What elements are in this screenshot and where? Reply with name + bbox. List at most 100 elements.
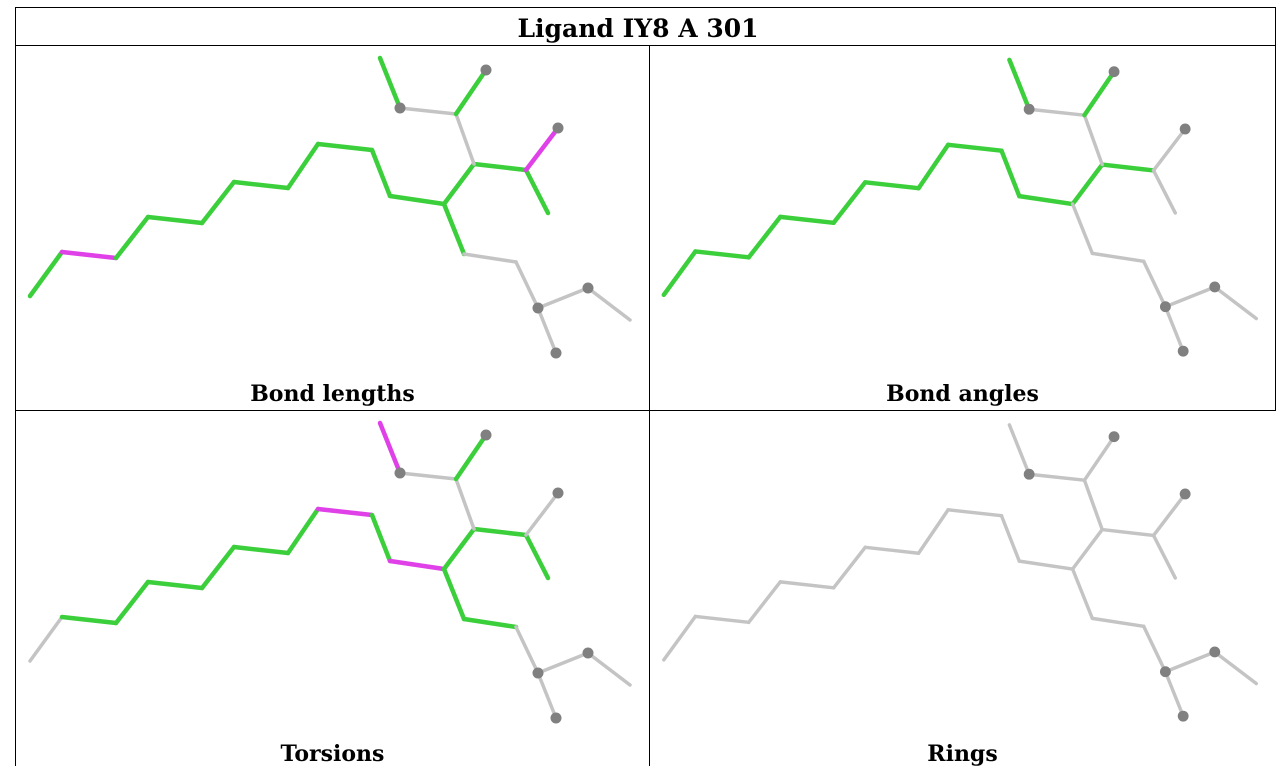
bond-line [1017, 559, 1075, 571]
atom-sphere [1179, 123, 1191, 135]
bond-line [1007, 57, 1032, 112]
bond-line [441, 161, 477, 207]
bond-line [1163, 669, 1185, 718]
bond-line [536, 671, 558, 720]
bond-line [387, 558, 447, 572]
atom-sphere [550, 347, 562, 359]
panel-bond-angles [650, 46, 1275, 366]
caption-bond-lengths: Bond lengths [250, 381, 415, 407]
bond-line [999, 148, 1022, 199]
bond-line [523, 167, 551, 216]
bond-line [662, 614, 698, 662]
bond-line [778, 214, 836, 226]
bond-line [1151, 492, 1187, 538]
bond-line [377, 55, 403, 111]
panel-torsions [16, 411, 649, 731]
bond-line [59, 249, 119, 261]
bond-line [831, 545, 867, 590]
bond-line [945, 142, 1004, 153]
bond-line [1090, 251, 1146, 264]
bond-line [746, 214, 783, 260]
molecule-diagram-bond-angles [661, 57, 1258, 357]
atom-sphere [394, 102, 406, 114]
bond-line [1163, 285, 1217, 309]
bond-line [831, 180, 868, 226]
panel-bond-lengths [16, 46, 649, 366]
atom-sphere [1023, 468, 1035, 480]
atom-sphere [552, 487, 564, 499]
bond-line [315, 506, 375, 518]
atom-sphere [1159, 301, 1171, 313]
atom-sphere [582, 282, 594, 294]
bond-line [398, 471, 458, 481]
bond-line [454, 112, 476, 166]
bond-line [863, 545, 921, 555]
bond-line [1151, 127, 1187, 173]
bond-line [1151, 533, 1178, 580]
bond-line [454, 477, 476, 531]
caption-bond-angles: Bond angles [886, 381, 1039, 407]
bond-line [1099, 162, 1156, 173]
atom-sphere [552, 122, 564, 134]
bond-line [471, 526, 529, 538]
bond-line [1082, 113, 1104, 167]
atom-sphere [1179, 488, 1191, 500]
bond-line [377, 420, 403, 476]
bond-line [1163, 304, 1185, 353]
bond-line [1082, 434, 1116, 482]
bond-line [315, 141, 375, 153]
bond-line [285, 506, 321, 556]
atom-sphere [1108, 66, 1120, 78]
bond-line [453, 67, 489, 117]
bond-line [514, 260, 540, 310]
bond-line [1141, 624, 1168, 674]
bond-line [693, 249, 751, 260]
atom-sphere [1159, 666, 1171, 678]
table-title: Ligand IY8 A 301 [517, 14, 759, 43]
bond-line [1027, 107, 1087, 117]
bond-line [523, 532, 551, 581]
bond-line [1100, 527, 1156, 538]
bond-line [453, 432, 489, 482]
bond-line [1082, 69, 1117, 118]
panel-rings [650, 411, 1275, 731]
bond-line [586, 651, 632, 687]
bond-line [387, 193, 447, 207]
bond-line [1141, 259, 1168, 309]
bond-line [369, 147, 393, 199]
bond-line [1027, 472, 1087, 482]
bond-line [59, 614, 119, 626]
atom-sphere [550, 712, 562, 724]
atom-sphere [1177, 710, 1189, 722]
bond-line [916, 508, 950, 555]
bond-line [1007, 423, 1031, 476]
bond-line [145, 214, 205, 226]
bond-line [145, 579, 205, 591]
atom-sphere [532, 302, 544, 314]
bond-line [916, 142, 951, 191]
bond-line [946, 508, 1004, 518]
bond-line [1082, 478, 1104, 532]
bond-line [28, 615, 64, 663]
bond-line [747, 580, 783, 625]
bond-line [523, 125, 561, 173]
molecule-diagram-bond-lengths [27, 55, 632, 359]
bond-line [693, 614, 751, 625]
atom-sphere [480, 64, 492, 76]
atom-sphere [1177, 345, 1189, 357]
atom-sphere [1108, 431, 1120, 443]
table-border-top [15, 7, 1276, 8]
bond-line [441, 566, 467, 622]
bond-line [514, 625, 540, 675]
bond-line [586, 286, 632, 322]
bond-line [462, 252, 518, 264]
bond-line [1151, 168, 1178, 215]
atom-sphere [1209, 281, 1221, 293]
table-border-header [15, 45, 1276, 46]
atom-sphere [532, 667, 544, 679]
caption-torsions: Torsions [280, 741, 385, 767]
bond-line [441, 201, 467, 257]
bond-line [1090, 616, 1146, 629]
bond-line [1070, 202, 1095, 256]
